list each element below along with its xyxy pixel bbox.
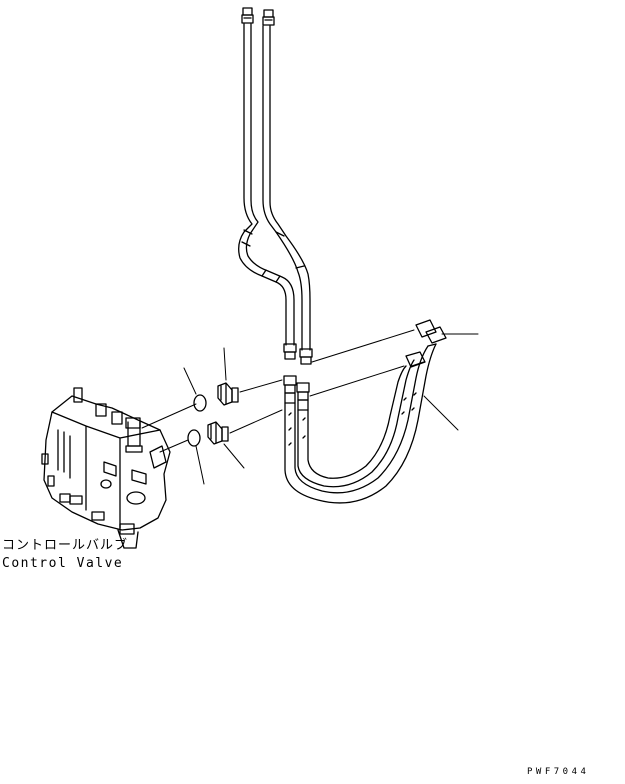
drawing-code-label: PWF7044 (527, 767, 590, 777)
leader-lines (141, 329, 479, 485)
control-valve (41, 387, 171, 549)
control-valve-label-jp: コントロールバルブ (2, 538, 129, 553)
hose-body-inner (297, 359, 415, 488)
pipe-bottom-fitting-right (299, 348, 313, 365)
o-ring-lower (187, 429, 201, 447)
valve-block-outline (43, 395, 171, 531)
hose-fitting-left-top (283, 375, 297, 404)
pipe-tube-right (262, 25, 311, 351)
hose-fitting-upper-right (415, 319, 447, 347)
steel-pipe-pair (238, 7, 313, 365)
pipe-top-fitting-left (241, 7, 254, 24)
hose-fitting-lower-right (405, 351, 426, 368)
control-valve-label-en: Control Valve (2, 556, 124, 571)
hose-body-outer (284, 343, 437, 504)
pipe-top-fitting-right (262, 9, 275, 26)
o-ring-upper (193, 394, 207, 412)
adapter-upper (217, 382, 239, 406)
adapter-lower (207, 421, 229, 445)
hose-pair (283, 319, 447, 504)
pipe-bottom-fitting-left (283, 343, 297, 360)
hose-fitting-right-top (296, 382, 310, 411)
valve-top-ports (73, 387, 143, 453)
pipe-tube-left (238, 23, 295, 346)
